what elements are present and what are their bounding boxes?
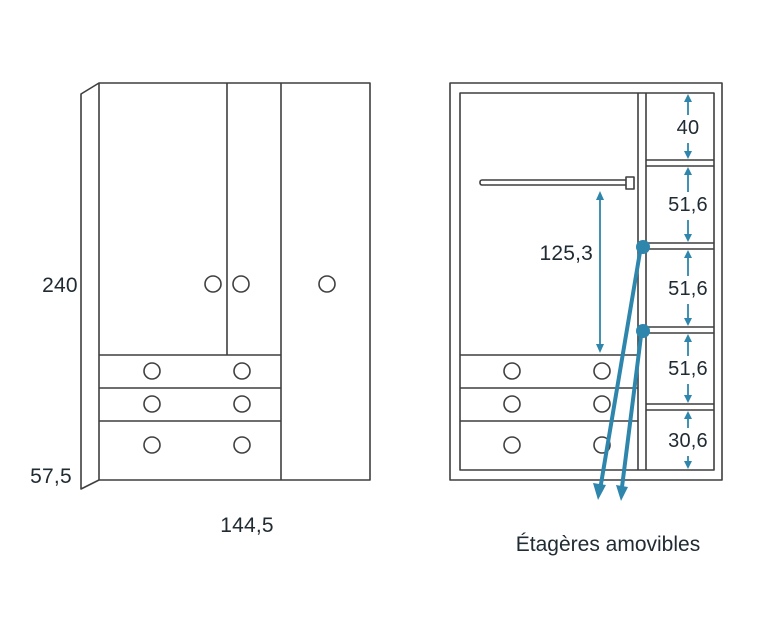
arrowhead-up-icon (684, 94, 692, 102)
shelf-spacing-arrows (684, 94, 692, 469)
hanging-height-arrow (596, 191, 604, 353)
interior-view-wardrobe (449, 82, 723, 481)
callout-arrow-line (620, 334, 643, 489)
hanging-rail (479, 179, 631, 186)
drawer-handle-icon (143, 362, 161, 380)
arrowhead-icon (616, 485, 628, 501)
door-handle-icon (204, 275, 222, 293)
drawer-handle-icon (233, 395, 251, 413)
drawer-handle-icon (593, 362, 611, 380)
callout-arrows (593, 250, 643, 501)
height-dimension-label: 240 (42, 274, 78, 297)
wardrobe-body (98, 82, 371, 481)
drawer-handle-icon (233, 362, 251, 380)
arrowhead-down-icon (684, 318, 692, 326)
shelf-pin-dot-icon (636, 324, 650, 338)
arrowhead-up-icon (684, 250, 692, 258)
base-height-dimension-label: 57,5 (30, 465, 72, 488)
drawer-handle-icon (143, 395, 161, 413)
callout-arrow-line (599, 250, 642, 486)
arrowhead-down-icon (684, 234, 692, 242)
drawer-handle-icon (233, 436, 251, 454)
shelf-spacing-label: 40 (677, 117, 700, 139)
hanging-height-dimension-label: 125,3 (539, 242, 593, 265)
cabinet-inner-frame (459, 92, 715, 471)
arrowhead-up-icon (684, 334, 692, 342)
arrowhead-up-icon (684, 411, 692, 419)
drawer-handle-icon (503, 395, 521, 413)
shelf-spacing-label: 51,6 (668, 278, 708, 300)
arrowhead-up-icon (684, 167, 692, 175)
rail-bracket (625, 176, 635, 190)
drawer-handle-icon (503, 436, 521, 454)
interior-dimensions: 125,3 (539, 94, 708, 469)
removable-shelves-label: Étagères amovibles (516, 533, 700, 556)
drawer-handle-icon (143, 436, 161, 454)
arrowhead-down-icon (684, 461, 692, 469)
front-view-wardrobe (80, 82, 371, 490)
shelf-spacing-label: 51,6 (668, 194, 708, 216)
removable-shelves-callout: Étagères amovibles (516, 240, 700, 556)
drawer-handle-icon (593, 395, 611, 413)
door-handle-icon (318, 275, 336, 293)
drawer-handle-icon (503, 362, 521, 380)
arrowhead-up-icon (596, 191, 604, 200)
arrowhead-down-icon (684, 151, 692, 159)
cabinet-outer-frame (449, 82, 723, 481)
side-panel (80, 82, 100, 490)
shelf-spacing-label: 30,6 (668, 430, 708, 452)
width-dimension-label: 144,5 (220, 514, 274, 537)
front-view-dimensions: 240 57,5 144,5 (30, 274, 274, 537)
door-handle-icon (232, 275, 250, 293)
arrowhead-icon (593, 483, 606, 500)
arrowhead-down-icon (684, 395, 692, 403)
shelf-spacing-label: 51,6 (668, 358, 708, 380)
arrowhead-down-icon (596, 344, 604, 353)
